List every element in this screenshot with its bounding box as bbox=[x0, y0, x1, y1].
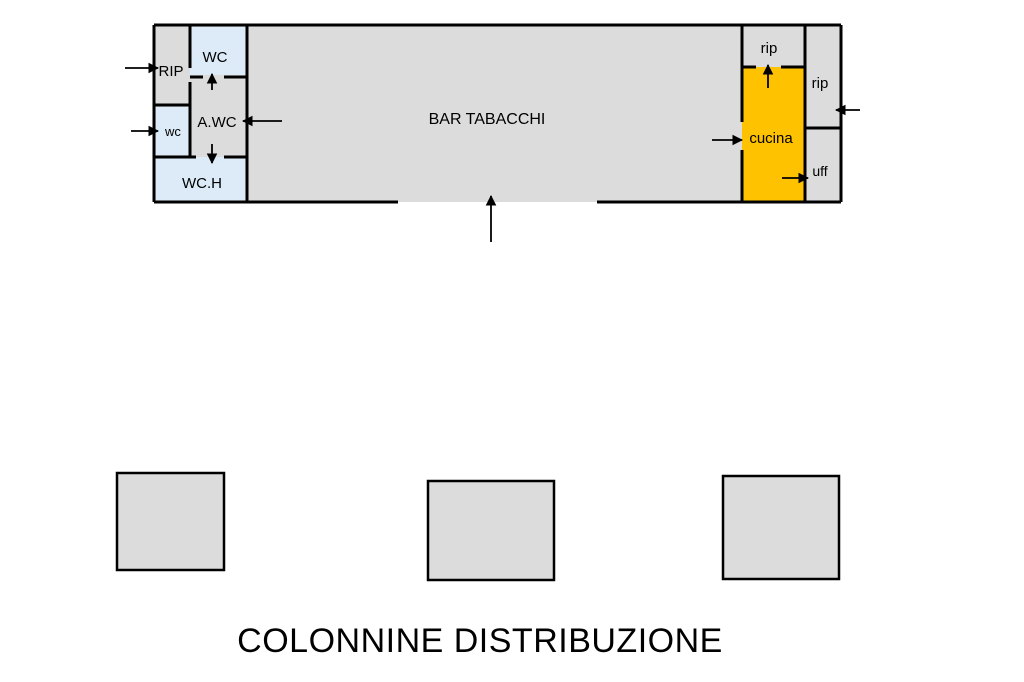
wc-room-fill bbox=[190, 27, 246, 75]
room-label-rip-right-top: rip bbox=[761, 40, 778, 57]
wc-small-room-fill bbox=[156, 107, 190, 155]
columns-caption: COLONNINE DISTRIBUZIONE bbox=[237, 622, 723, 660]
bar-area bbox=[154, 25, 841, 202]
room-label-wc-small: wc bbox=[164, 124, 181, 139]
room-label-antiwc: A.WC bbox=[197, 114, 236, 131]
column-3 bbox=[721, 474, 841, 581]
room-label-rip-right: rip bbox=[812, 75, 829, 92]
room-label-kitchen: cucina bbox=[749, 130, 793, 147]
column-1 bbox=[115, 471, 226, 572]
column-2 bbox=[426, 479, 556, 582]
distribution-columns bbox=[115, 471, 841, 582]
room-label-rip-left: RIP bbox=[158, 63, 183, 80]
left-partitions bbox=[154, 25, 249, 202]
room-label-office: uff bbox=[812, 163, 827, 179]
wch-room-fill bbox=[156, 157, 246, 201]
room-label-bar: BAR TABACCHI bbox=[429, 111, 546, 128]
room-label-wch: WC.H bbox=[182, 175, 222, 192]
room-label-wc: WC bbox=[203, 49, 228, 66]
right-partitions bbox=[740, 25, 841, 202]
access-arrows bbox=[125, 62, 860, 242]
